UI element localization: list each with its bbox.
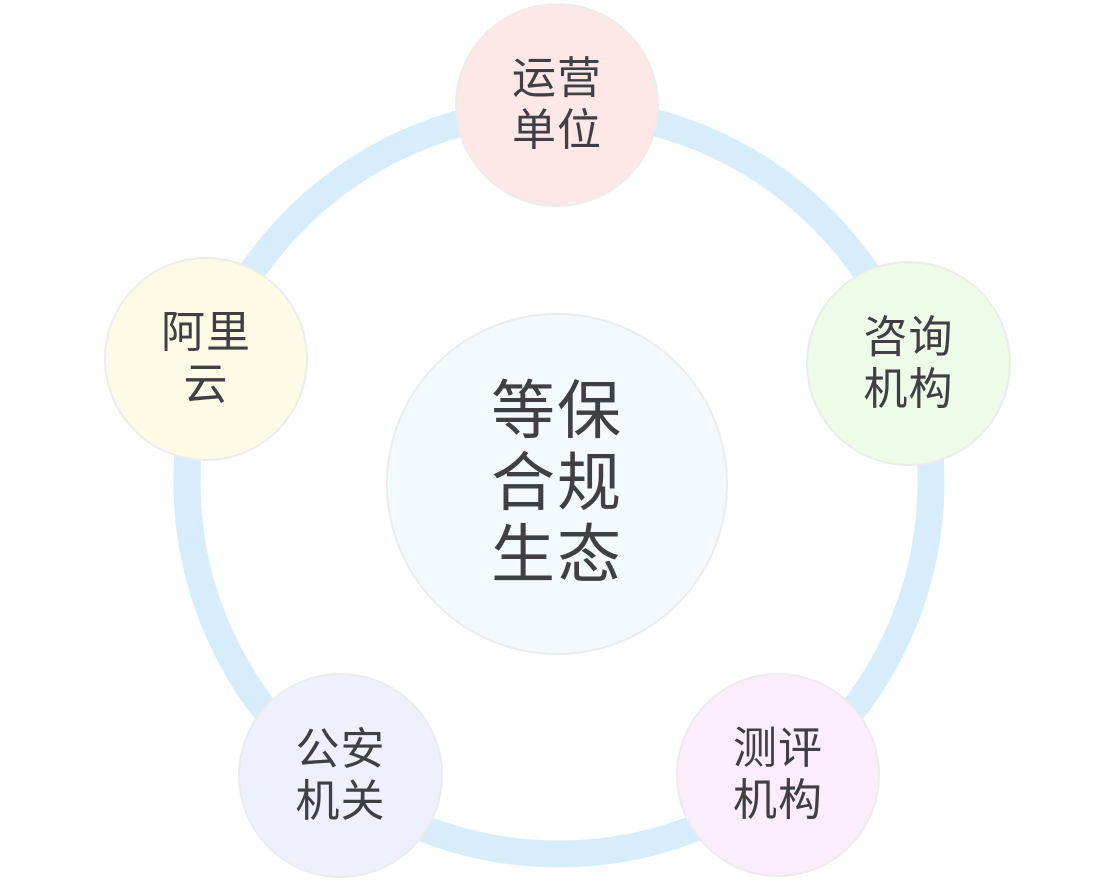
node-consulting-agency-label: 咨询机构: [863, 311, 954, 415]
node-consulting-agency: 咨询机构: [806, 261, 1011, 466]
node-alibaba-cloud: 阿里云: [104, 257, 308, 461]
node-evaluation-agency: 测评机构: [676, 673, 880, 877]
node-operating-unit-label: 运营单位: [512, 53, 602, 156]
center-node: 等保合规生态: [386, 313, 728, 655]
node-alibaba-cloud-label: 阿里云: [161, 307, 251, 410]
node-public-security-label: 公安机关: [295, 723, 386, 827]
node-evaluation-agency-label: 测评机构: [733, 723, 823, 826]
node-operating-unit: 运营单位: [455, 3, 659, 207]
center-label: 等保合规生态: [491, 375, 623, 593]
node-public-security: 公安机关: [238, 673, 443, 878]
